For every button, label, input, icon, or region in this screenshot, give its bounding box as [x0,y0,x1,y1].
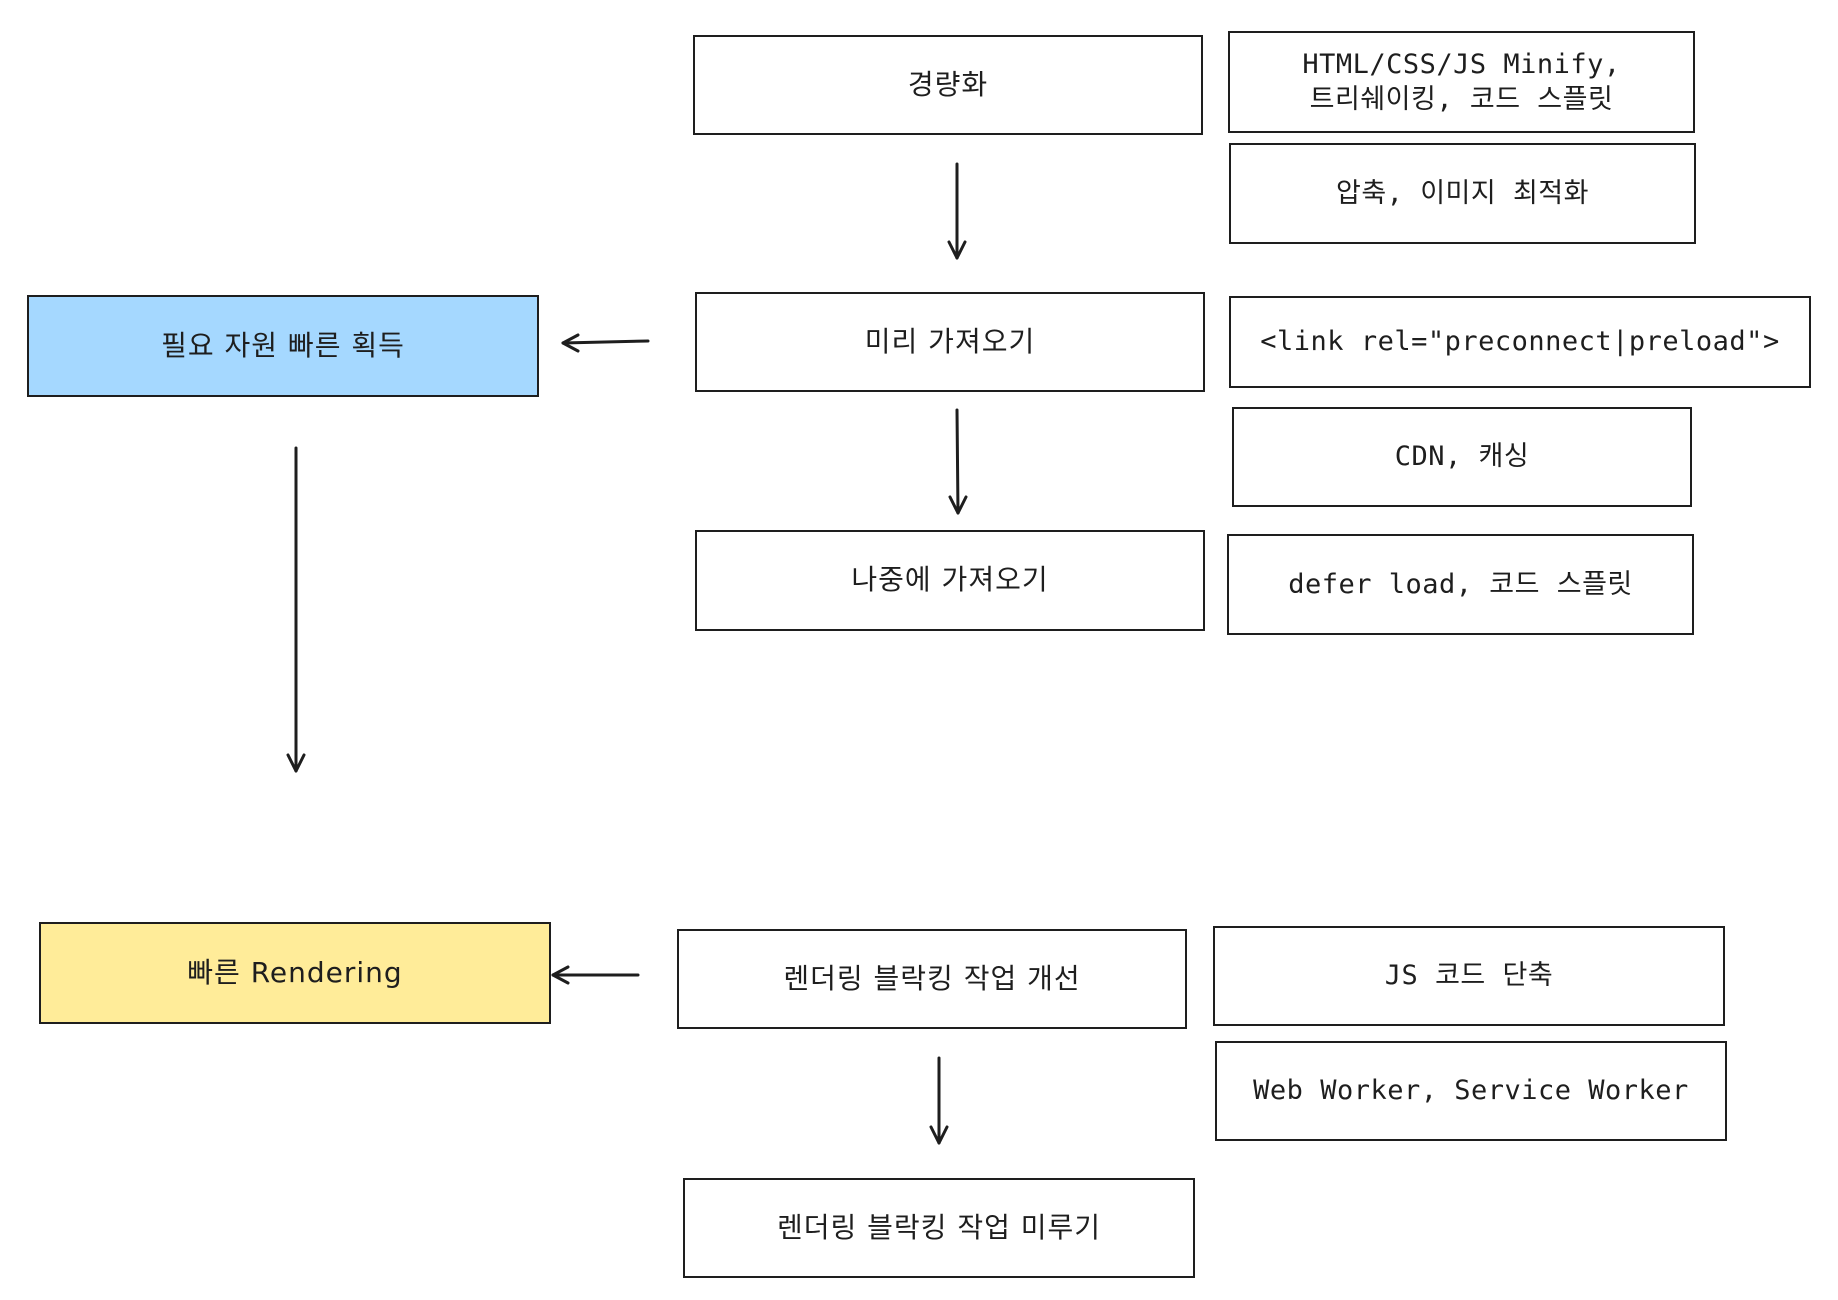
arrow-prefetch-to-goal-resources [561,333,650,353]
step-minify: 경량화 [693,35,1203,135]
step-defer-blocking-label: 렌더링 블락킹 작업 미루기 [776,1210,1102,1244]
detail-link-preconnect: <link rel="preconnect|preload"> [1229,296,1811,388]
detail-cdn-caching: CDN, 캐싱 [1232,407,1692,507]
detail-workers: Web Worker, Service Worker [1215,1041,1727,1141]
arrow-improve-to-defer-blocking [929,1056,949,1145]
step-lazy-fetch-label: 나중에 가져오기 [851,563,1049,597]
step-improve-blocking: 렌더링 블락킹 작업 개선 [677,929,1187,1029]
step-minify-label: 경량화 [907,67,989,101]
goal-fast-rendering-label: 빠른 Rendering [187,955,403,989]
step-improve-blocking-label: 렌더링 블락킹 작업 개선 [783,961,1081,995]
step-prefetch: 미리 가져오기 [695,292,1205,392]
detail-compression-image: 압축, 이미지 최적화 [1229,143,1696,244]
step-prefetch-label: 미리 가져오기 [864,324,1036,358]
goal-fast-rendering: 빠른 Rendering [39,922,551,1024]
detail-minify-tree-shaking-label: HTML/CSS/JS Minify, 트리쉐이킹, 코드 스플릿 [1302,48,1621,115]
arrow-improve-blocking-to-goal-rendering [551,965,640,985]
detail-defer-load: defer load, 코드 스플릿 [1227,534,1694,635]
detail-js-code-reduction-label: JS 코드 단축 [1384,960,1554,992]
step-lazy-fetch: 나중에 가져오기 [695,530,1205,631]
arrow-prefetch-to-lazy-fetch [948,408,968,515]
detail-workers-label: Web Worker, Service Worker [1253,1075,1689,1107]
detail-minify-tree-shaking: HTML/CSS/JS Minify, 트리쉐이킹, 코드 스플릿 [1228,31,1695,133]
detail-link-preconnect-label: <link rel="preconnect|preload"> [1260,326,1780,358]
detail-js-code-reduction: JS 코드 단축 [1213,926,1725,1026]
step-defer-blocking: 렌더링 블락킹 작업 미루기 [683,1178,1195,1278]
detail-defer-load-label: defer load, 코드 스플릿 [1288,568,1633,600]
detail-compression-image-label: 압축, 이미지 최적화 [1336,177,1589,209]
arrow-goal-resources-to-goal-rendering [286,446,306,773]
detail-cdn-caching-label: CDN, 캐싱 [1394,441,1530,473]
arrow-minify-to-prefetch [947,162,967,260]
goal-fast-resource-acquisition: 필요 자원 빠른 획득 [27,295,539,397]
goal-fast-resource-acquisition-label: 필요 자원 빠른 획득 [161,328,405,362]
